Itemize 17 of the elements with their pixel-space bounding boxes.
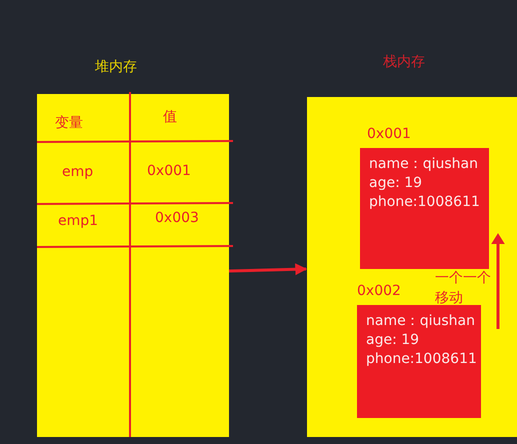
panel-heading: 堆内存 [95,58,137,76]
arrow [228,263,308,276]
address-label: 0x002 [357,283,401,299]
address-label: 0x001 [367,126,411,142]
object-fields: name：qiushan age: 19 phone:1008611 [366,312,484,369]
table-cell: 0x001 [147,163,191,179]
table-cell: emp [62,164,94,180]
table-cell: 0x003 [155,210,199,226]
panel-heading: 栈内存 [383,53,425,71]
annotation-text: 一个一个 [435,269,491,287]
column-header: 变量 [55,114,83,132]
object-box [360,148,489,269]
table-cell: emp1 [58,213,98,229]
object-fields: name：qiushan age: 19 phone:1008611 [369,155,487,212]
annotation-text: 移动 [435,289,463,307]
object-box [357,305,481,418]
column-header: 值 [163,108,177,126]
